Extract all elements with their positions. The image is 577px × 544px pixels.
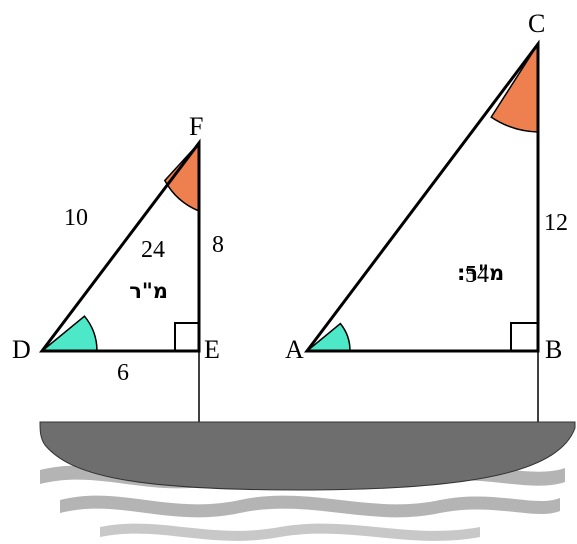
small-area-unit: מ"ר [129, 279, 168, 303]
side-ef-length: 8 [212, 232, 224, 258]
angle-c-marker [490, 41, 539, 133]
vertex-label-f: F [189, 112, 203, 141]
side-df-length: 10 [64, 205, 88, 231]
angle-a-marker [304, 322, 351, 352]
triangle-def [38, 138, 201, 353]
side-bc-length: 12 [544, 210, 568, 236]
right-angle-e-marker [174, 322, 200, 352]
vertex-label-b: B [545, 335, 562, 364]
small-area-value: 24 [141, 237, 165, 263]
angle-f-marker [163, 141, 200, 213]
right-angle-b-marker [510, 322, 539, 352]
small-triangle: F E D 10 8 6 24 מ"ר [12, 112, 224, 386]
vertex-label-a: A [285, 335, 304, 364]
boat-hull [39, 421, 576, 491]
triangle-abc [303, 39, 540, 353]
vertex-label-d: D [12, 335, 31, 364]
large-area-unit: מ"ר: [457, 261, 504, 285]
vertex-label-c: C [528, 9, 545, 38]
large-triangle: C B A 12 54 מ"ר: [285, 9, 568, 364]
vertex-label-e: E [204, 335, 220, 364]
side-de-length: 6 [117, 360, 129, 386]
large-area-value: 54 [465, 262, 489, 288]
angle-d-marker [39, 315, 98, 352]
